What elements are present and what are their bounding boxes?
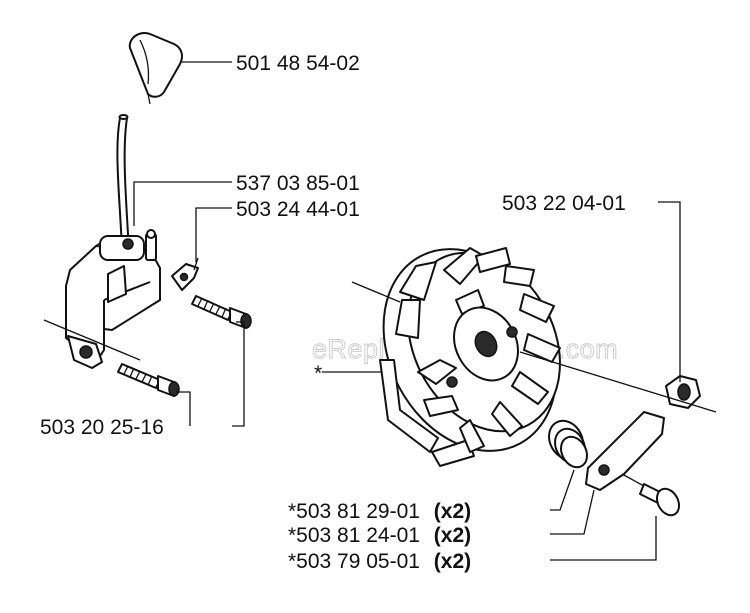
label-flywheel: * [314, 362, 322, 385]
pawl-pin-drawing [621, 473, 681, 517]
pawl-part-number: *503 81 24-01 [288, 524, 420, 547]
spark-plug-boot-drawing [128, 32, 183, 105]
label-module-screws: 503 20 25-16 [40, 416, 164, 439]
spring-drawing [548, 419, 588, 469]
ignition-module-drawing [65, 229, 161, 369]
spring-quantity: (x2) [434, 500, 471, 523]
label-pawl: *503 81 24-01 (x2) [288, 524, 471, 547]
label-spring: *503 81 29-01 (x2) [288, 500, 471, 523]
spring-part-number: *503 81 29-01 [288, 500, 420, 523]
short-circuit-cable-drawing [171, 257, 199, 291]
label-pawl-pin: *503 79 05-01 (x2) [288, 550, 471, 573]
ignition-lead-drawing [116, 114, 130, 251]
label-spark-plug-boot: 501 48 54-02 [236, 52, 360, 75]
module-screw-lower-drawing [117, 363, 180, 397]
flywheel-nut-drawing [665, 375, 701, 409]
label-flywheel-nut: 503 22 04-01 [502, 192, 626, 215]
label-short-circuit-cable: 503 24 44-01 [236, 198, 360, 221]
label-ignition-module: 537 03 85-01 [236, 172, 360, 195]
pawl-pin-quantity: (x2) [434, 550, 471, 573]
pawl-drawing [585, 411, 665, 491]
flywheel-drawing [379, 247, 561, 467]
pawl-pin-part-number: *503 79 05-01 [288, 550, 420, 573]
pawl-quantity: (x2) [434, 524, 471, 547]
module-screw-upper-drawing [191, 295, 252, 329]
